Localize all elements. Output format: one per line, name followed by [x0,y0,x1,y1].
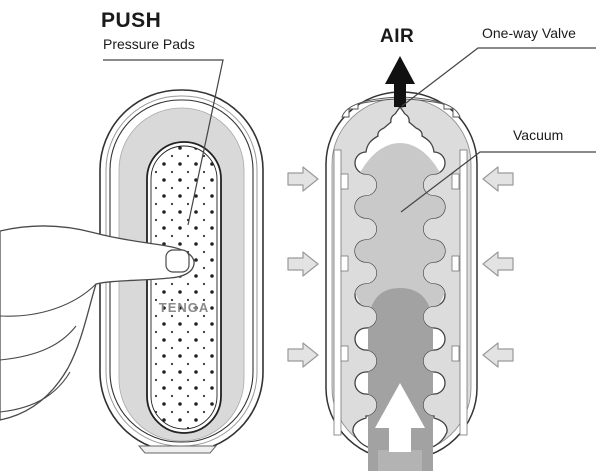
tenga-logo: TENGA [158,300,210,315]
right-slit [459,149,468,436]
airflow-left-arrow-3-icon [482,342,514,368]
top-cap [341,96,461,118]
vacuum-leader-line [400,151,596,213]
one-way-valve-leader-line [401,47,596,107]
left-slit-port-3 [340,345,349,362]
airflow-arrows [287,166,514,368]
air-up-arrow-icon [385,56,415,107]
side-air-slits [333,149,468,436]
right-slit-port-2 [451,255,460,272]
pressure-pads-leader-line [103,59,224,226]
hand-fold-line-1 [0,283,97,317]
airflow-right-arrow-1-icon [287,166,319,192]
airflow-left-arrow-1-icon [482,166,514,192]
push-label: PUSH [101,9,162,32]
left-slit-port-2 [340,255,349,272]
air-label: AIR [380,26,415,47]
one-way-valve-label: One-way Valve [482,25,576,41]
vacuum-label: Vacuum [513,127,564,143]
airflow-left-arrow-2-icon [482,251,514,277]
left-slit-port-1 [340,173,349,190]
right-slit-port-3 [451,345,460,362]
fingernail [165,249,190,273]
right-device-cross-section [325,91,478,471]
pressure-pads-label: Pressure Pads [103,36,195,52]
left-device-base-tab [137,445,218,454]
insert-column-base [378,450,422,471]
hand-fold-line-2 [0,325,77,361]
left-slit [333,149,342,436]
hand-outline [0,225,195,421]
right-slit-port-1 [451,173,460,190]
hand-fold-line-3 [0,371,71,413]
pressure-pad-dotted-area [150,145,218,430]
airflow-right-arrow-2-icon [287,251,319,277]
hand-illustration [0,225,195,421]
airflow-right-arrow-3-icon [287,342,319,368]
insertion-up-arrow-icon [375,383,425,452]
